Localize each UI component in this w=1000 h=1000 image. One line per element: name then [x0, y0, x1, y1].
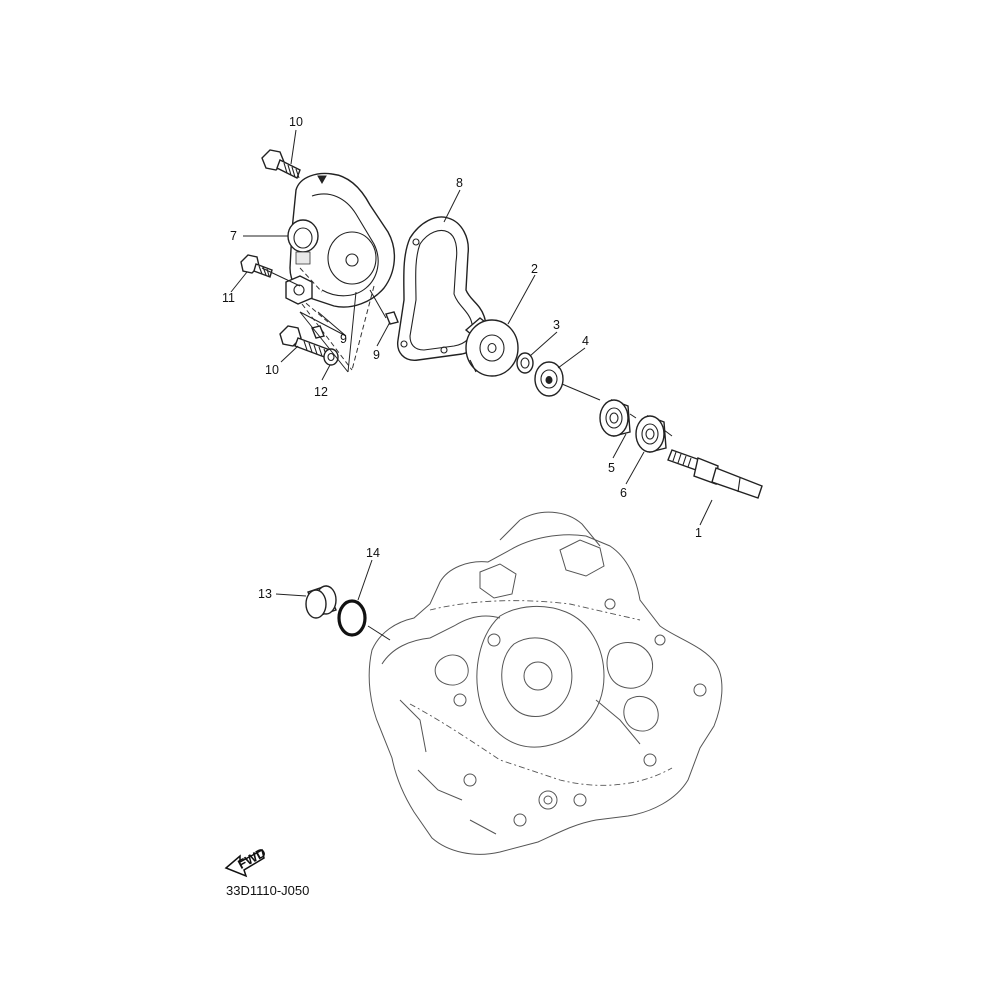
callout-10-top: 10	[289, 115, 303, 129]
callout-5: 5	[608, 461, 615, 475]
diagram-code: 33D1110-J050	[226, 883, 309, 898]
part-11-bolt	[240, 254, 273, 278]
callout-10-lower: 10	[265, 363, 279, 377]
part-13-collar	[305, 585, 337, 619]
crankcase	[368, 511, 723, 855]
part-10-lower-bolt	[279, 325, 331, 359]
part-1-shaft	[667, 449, 763, 499]
fwd-label: FWD	[235, 845, 268, 872]
callout-6: 6	[620, 486, 627, 500]
callout-12: 12	[314, 385, 328, 399]
fwd-arrow-icon: FWD	[224, 845, 268, 878]
callout-14: 14	[366, 546, 380, 560]
callout-7: 7	[230, 229, 237, 243]
leader-lines	[230, 129, 713, 601]
callout-4: 4	[582, 334, 589, 348]
callout-13: 13	[258, 587, 272, 601]
part-2-impeller	[464, 317, 519, 377]
callout-3: 3	[553, 318, 560, 332]
part-14-o-ring	[337, 599, 367, 637]
callout-1: 1	[695, 526, 702, 540]
part-9-dowel-right	[385, 311, 399, 325]
assembly-line-housing-to-gasket	[261, 267, 387, 319]
part-10-top-bolt	[261, 149, 301, 179]
callout-9-left: 9	[340, 332, 347, 346]
part-6-bearing	[635, 414, 667, 453]
part-3-seal	[516, 352, 534, 374]
callout-11: 11	[222, 291, 235, 305]
callout-9-right: 9	[373, 348, 380, 362]
part-4-oil-seal	[534, 361, 564, 397]
assembly-line-oring-to-case	[367, 625, 391, 641]
part-5-bearing	[599, 398, 631, 437]
assembly-axis	[561, 383, 673, 437]
callouts: 1 2 3 4 5 6 7 8 9 9 10 10 11 12 13 14	[222, 115, 702, 601]
callout-2: 2	[531, 262, 538, 276]
part-9-dowel-left	[311, 325, 325, 339]
part-12-washer	[323, 348, 339, 366]
callout-8: 8	[456, 176, 463, 190]
